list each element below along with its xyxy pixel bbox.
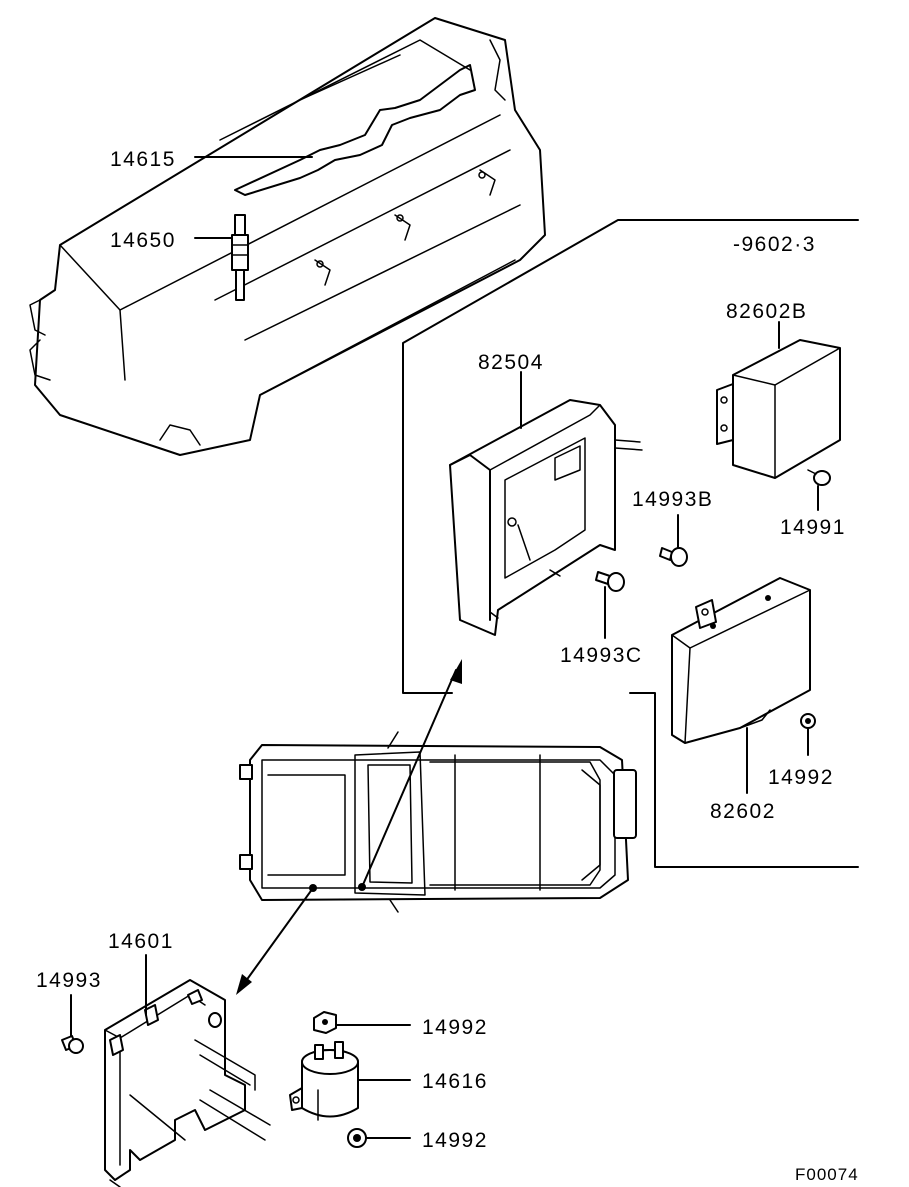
variant-frame-lower bbox=[629, 692, 859, 868]
module-82602-drawing bbox=[671, 577, 811, 744]
relay-14616-drawing bbox=[289, 1041, 359, 1121]
bolt-14993C-drawing bbox=[595, 571, 625, 592]
nut-14992-bottom-drawing bbox=[347, 1128, 367, 1148]
location-arrow-lower bbox=[236, 884, 317, 995]
label-14991: 14991 bbox=[780, 516, 846, 539]
label-14601: 14601 bbox=[108, 930, 174, 953]
bracket-14601-drawing bbox=[104, 979, 271, 1187]
label-figure-code: F00074 bbox=[795, 1165, 859, 1184]
label-14993: 14993 bbox=[36, 969, 102, 992]
vehicle-top-view-drawing bbox=[239, 731, 637, 913]
label-82504: 82504 bbox=[478, 351, 544, 374]
glow-plug-14650-drawing bbox=[231, 214, 249, 301]
label-variant-code: -9602·3 bbox=[733, 233, 816, 256]
label-14616: 14616 bbox=[422, 1070, 488, 1093]
nut-14992-top-drawing bbox=[313, 1011, 337, 1034]
location-arrow-upper bbox=[358, 659, 462, 891]
label-14992-bottom: 14992 bbox=[422, 1129, 488, 1152]
label-14650: 14650 bbox=[110, 229, 176, 252]
label-14615: 14615 bbox=[110, 148, 176, 171]
label-14993B: 14993B bbox=[632, 488, 713, 511]
label-14993C: 14993C bbox=[560, 644, 643, 667]
engine-block-drawing bbox=[29, 17, 546, 456]
screw-14991-drawing bbox=[807, 469, 831, 486]
variant-frame-upper bbox=[402, 219, 859, 694]
gasket-14615-drawing bbox=[234, 64, 476, 196]
module-82602B-drawing bbox=[716, 339, 841, 479]
bolt-14993-drawing bbox=[61, 1035, 84, 1054]
label-14992-right: 14992 bbox=[768, 766, 834, 789]
label-82602: 82602 bbox=[710, 800, 776, 823]
label-82602B: 82602B bbox=[726, 300, 807, 323]
nut-14992-right-drawing bbox=[800, 713, 816, 729]
label-14992-top: 14992 bbox=[422, 1016, 488, 1039]
bolt-14993B-drawing bbox=[659, 547, 688, 567]
cover-82504-drawing bbox=[449, 399, 643, 636]
